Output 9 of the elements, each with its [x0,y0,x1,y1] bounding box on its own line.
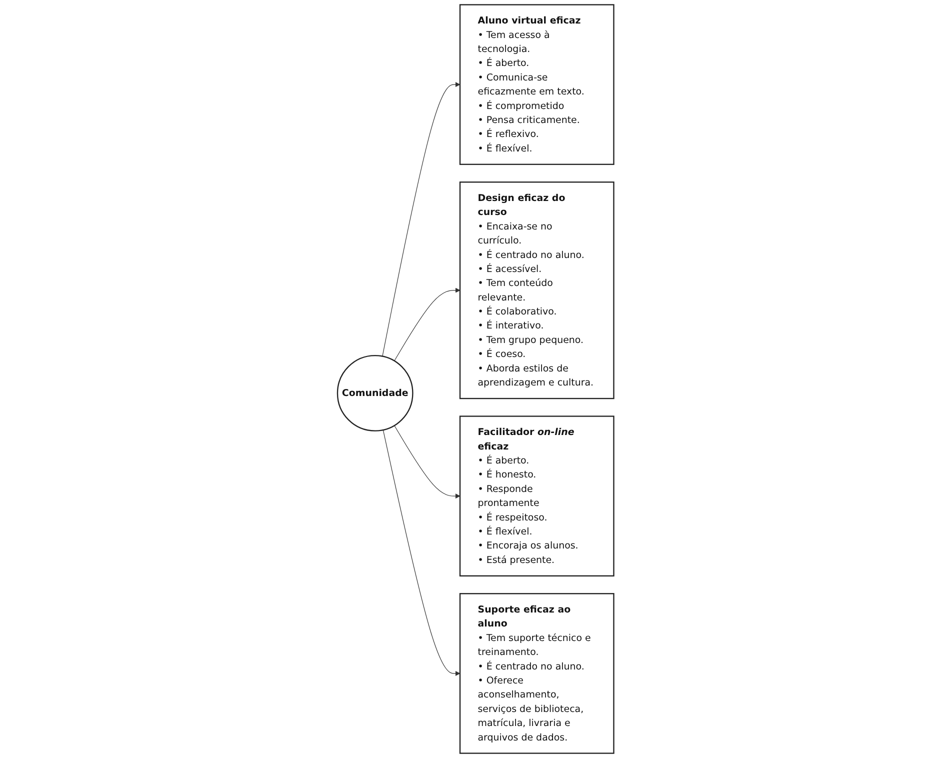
node-box: Design eficaz do curso • Encaixa-se no currículo. • É centrado no aluno. • É acessível. • Tem conteúdo relevante. • É colaborativo. • É interativo. • Tem grupo pequeno. • É coeso. • Aborda estilos de aprendizagem e cultura. [459,182,614,400]
arrow [394,425,460,499]
node-circle: Comunidade [336,354,414,432]
node-box: Suporte eficaz ao aluno • Tem suporte técnico e treinamento. • É centrado no aluno. • Oferece aconselhamento, serviços de biblioteca, matrícula, livraria e arquivos de dados. [459,593,614,754]
arrow [394,288,460,362]
arrow [382,82,460,357]
node-box: Facilitador on-line eficaz • É aberto. • É honesto. • Responde prontamente • É respeitoso. • É flexível. • Encoraja os alunos. • Está presente. [459,416,614,576]
node-box: Aluno virtual eficaz • Tem acesso à tecnologia. • É aberto. • Comunica-se eficazmente em texto. • É comprometido • Pensa criticamente. • É reflexivo. • É flexível. [459,4,614,165]
arrow [382,430,460,676]
